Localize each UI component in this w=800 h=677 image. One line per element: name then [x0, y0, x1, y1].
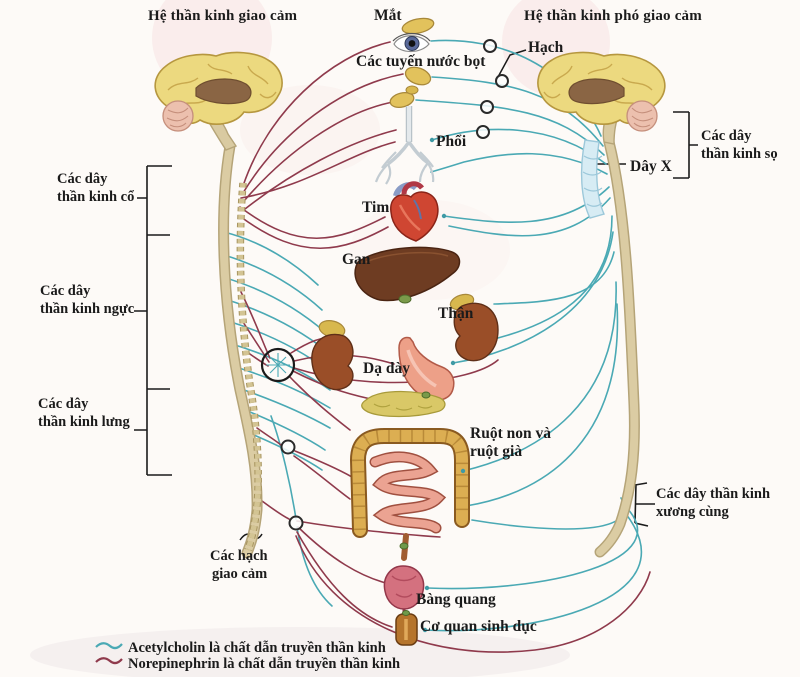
intestines-illustration [349, 428, 470, 561]
salivary-glands-illustration [389, 66, 432, 109]
label-salivary-glands: Các tuyến nước bọt [356, 53, 486, 70]
stomach-illustration [398, 336, 455, 401]
ganglion-markers [280, 39, 509, 531]
spinal-nerve-bracket-left [134, 165, 172, 476]
spinal-cord-left [218, 140, 263, 559]
label-intestine-line1: Ruột non và [470, 425, 551, 442]
liver-illustration [354, 246, 461, 304]
label-kidney: Thận [438, 305, 474, 322]
label-cervical-nerves-line2: thần kinh cổ [57, 189, 134, 205]
ganglion-marker [280, 439, 296, 455]
label-cervical-nerves-line1: Các dây [57, 171, 108, 187]
label-ganglion: Hạch [528, 39, 564, 56]
sympathetic-nerves [239, 41, 651, 653]
label-lumbar-nerves-line2: thần kinh lưng [38, 414, 130, 430]
ganglion-marker [483, 39, 497, 53]
ganglion-marker [476, 125, 490, 139]
legend: Acetylcholin là chất dẫn truyền thần kin… [95, 640, 400, 672]
label-heart: Tim [362, 199, 389, 216]
sacral-nerve-bracket [634, 482, 655, 527]
sympathetic-chain [236, 182, 262, 552]
pharynx-illustration [580, 139, 605, 219]
label-sacral-nerves-line1: Các dây thần kinh [656, 486, 770, 502]
legend-acetylcholine-label: Acetylcholin là chất dẫn truyền thần kin… [128, 640, 386, 656]
label-sympathetic-ganglia-line2: giao cảm [212, 566, 267, 582]
spinal-cord-right [594, 136, 640, 558]
label-lumbar-nerves-line1: Các dây [38, 396, 89, 412]
label-sacral-nerves-line2: xương cùng [656, 504, 729, 520]
eye-illustration [392, 17, 435, 53]
label-vagus-nerve: Dây X [630, 158, 673, 175]
label-cranial-nerves-line1: Các dây [701, 128, 752, 144]
brain-left-illustration [154, 51, 283, 151]
title-sympathetic: Hệ thần kinh giao cảm [148, 8, 298, 24]
ganglion-marker [288, 515, 304, 531]
label-eye: Mắt [374, 7, 402, 24]
legend-norepinephrine-label: Norepinephrin là chất dẫn truyền thần ki… [128, 656, 400, 672]
label-thoracic-nerves-line2: thần kinh ngực [40, 301, 135, 317]
label-genital: Cơ quan sinh dục [420, 618, 537, 635]
label-sympathetic-ganglia-line1: Các hạch [210, 548, 268, 564]
kidneys-illustration [311, 293, 499, 391]
norepinephrine-line-icon [95, 657, 123, 665]
heart-illustration [390, 181, 439, 242]
title-parasympathetic: Hệ thần kinh phó giao cảm [524, 8, 702, 24]
celiac-ganglion-marker [260, 347, 296, 383]
acetylcholine-line-icon [95, 642, 123, 650]
label-bladder: Bàng quang [416, 591, 496, 608]
label-stomach: Dạ dày [363, 360, 410, 377]
label-intestine-line2: ruột già [470, 443, 522, 460]
ganglion-marker [480, 100, 494, 114]
label-liver: Gan [342, 251, 371, 268]
label-cranial-nerves-line2: thần kinh sọ [701, 146, 778, 162]
synapse-dots [422, 137, 466, 633]
pancreas-illustration [361, 390, 446, 418]
genital-organ-illustration [395, 610, 418, 646]
label-thoracic-nerves-line1: Các dây [40, 283, 91, 299]
lungs-illustration [374, 106, 435, 185]
label-lungs: Phổi [436, 133, 467, 150]
ganglion-marker [495, 74, 509, 88]
brain-right-illustration [537, 51, 666, 145]
